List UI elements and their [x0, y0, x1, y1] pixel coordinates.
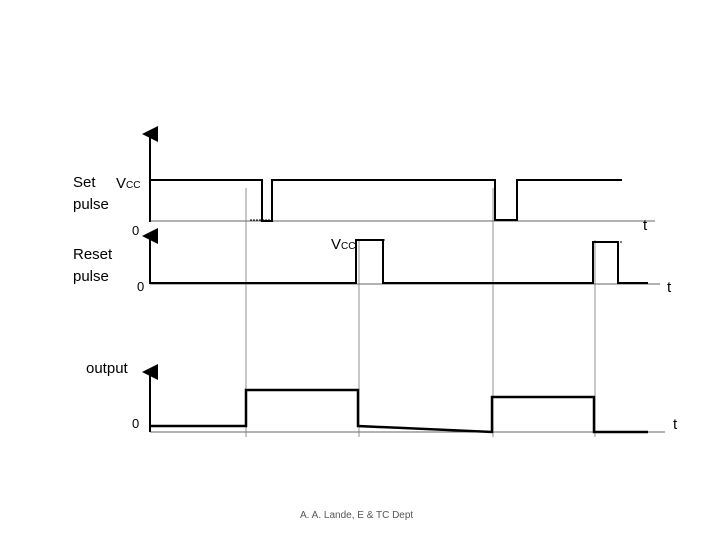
set-pulse-label: pulse: [73, 196, 109, 213]
output-label: output: [86, 360, 128, 377]
output-zero-label: 0: [132, 416, 140, 431]
reset-pulse-label: pulse: [73, 268, 109, 285]
footer-credit: A. A. Lande, E & TC Dept: [300, 510, 414, 521]
set-time-label: t: [643, 217, 648, 234]
set-vcc-label: VCC: [116, 175, 141, 192]
output-waveform: [150, 388, 648, 434]
set-waveform: [150, 179, 622, 222]
reset-vcc-label: VCC: [331, 236, 356, 253]
output-time-label: t: [673, 416, 678, 433]
reset-time-label: t: [667, 279, 672, 296]
reset-zero-label: 0: [137, 279, 145, 294]
reset-label: Reset: [73, 246, 113, 263]
set-label: Set: [73, 174, 96, 191]
reset-waveform: [150, 239, 648, 284]
set-zero-label: 0: [132, 223, 140, 238]
